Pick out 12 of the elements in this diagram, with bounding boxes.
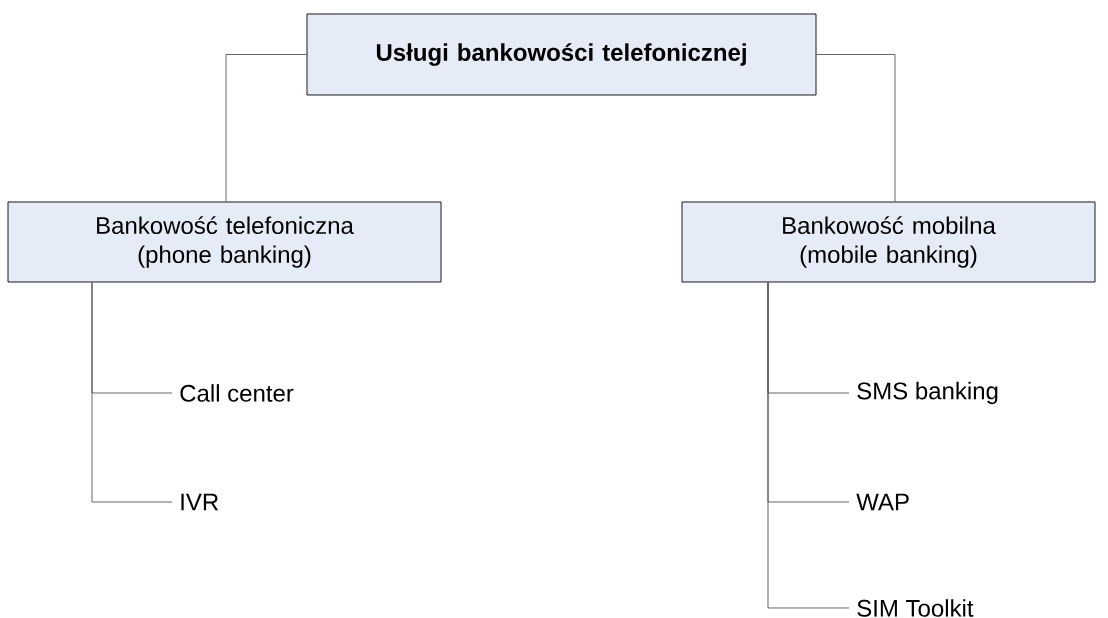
connector-line xyxy=(225,54,307,202)
item-label: SMS banking xyxy=(857,381,998,405)
connector-line xyxy=(91,282,173,503)
category-box: Bankowość telefoniczna (phone banking) xyxy=(7,201,442,283)
item-label: SIM Toolkit xyxy=(857,599,974,617)
connector-line xyxy=(816,54,896,202)
item-label: Call center xyxy=(180,384,294,402)
category-box: Usługi bankowości telefonicznej xyxy=(306,13,817,96)
item-label: IVR xyxy=(181,493,219,511)
item-label: WAP xyxy=(856,493,909,511)
connector-line xyxy=(767,282,850,609)
category-box: Bankowość mobilna (mobile banking) xyxy=(681,201,1096,283)
